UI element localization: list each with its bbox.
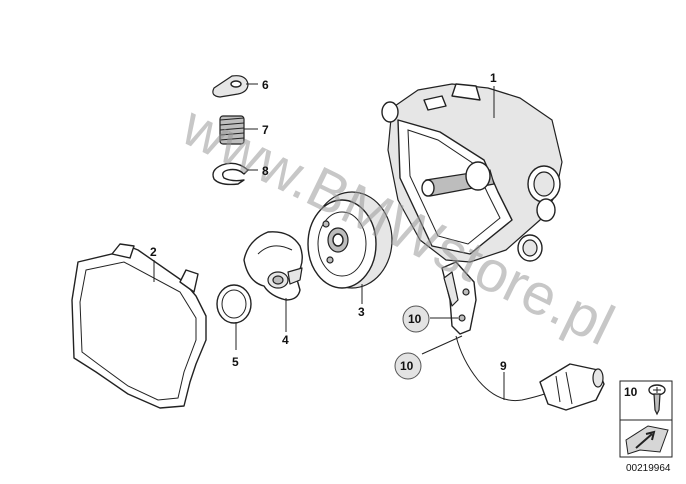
label-part-5: 5 [232,355,239,369]
part-8-circlip [212,162,249,186]
part-5-ring [216,284,252,324]
part-7-spring [219,115,245,145]
legend-screw-number: 10 [624,385,638,399]
callout-10-lower: 10 [394,352,422,380]
part-1-housing [381,83,563,263]
part-6-washer [212,75,249,98]
label-part-6: 6 [262,78,269,92]
legend-screw-box: 10 [619,380,673,458]
label-part-3: 3 [358,305,365,319]
arrow-icon [625,425,669,455]
label-part-2: 2 [150,245,157,259]
screw-icon [648,384,666,416]
label-part-1: 1 [490,71,497,85]
callout-10-upper: 10 [402,305,430,333]
part-9-sensor-cable [441,261,605,411]
label-part-8: 8 [262,164,269,178]
label-part-9: 9 [500,359,507,373]
part-3-gear [307,191,393,289]
part-4-cam [243,231,303,301]
leader-lines [153,83,505,400]
part-2-cover [71,243,207,409]
label-part-10-lower: 10 [400,359,414,373]
label-part-10-upper: 10 [408,312,422,326]
label-part-7: 7 [262,123,269,137]
label-part-4: 4 [282,333,289,347]
catalog-number: 00219964 [626,463,671,474]
